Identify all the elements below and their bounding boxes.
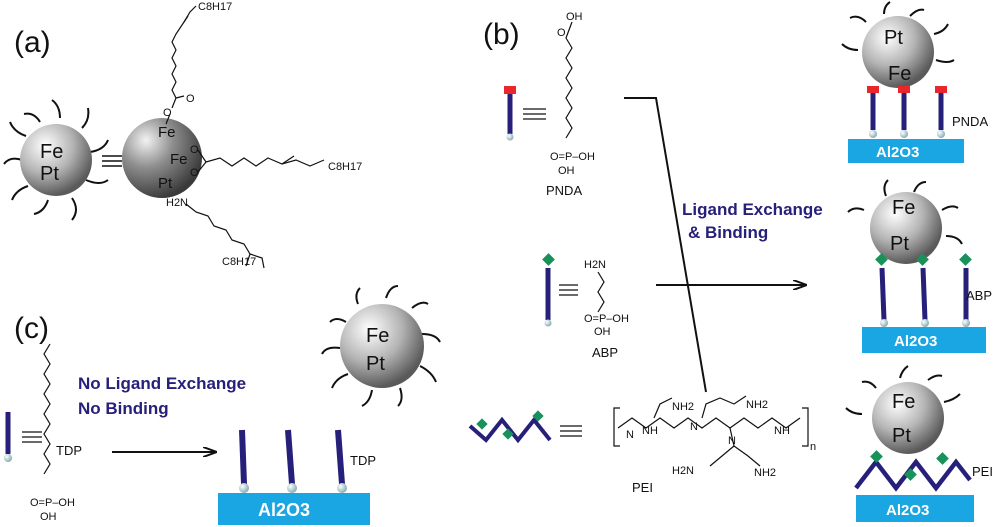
- pt-atom: Pt: [158, 175, 173, 192]
- result-pei: Fe Pt PEI Al2O3: [845, 365, 993, 522]
- pei-nh-2: NH: [774, 425, 790, 437]
- amine-label: H2N: [166, 197, 188, 209]
- nanoparticle-a: Fe Pt: [3, 99, 109, 221]
- pei-label: PEI: [632, 480, 653, 495]
- pt-label-abp: Pt: [890, 233, 909, 255]
- pei-nh2-1: NH2: [672, 401, 694, 413]
- surfactant-shell: [3, 99, 109, 221]
- pei-result-label: PEI: [972, 464, 993, 479]
- pei-n-3: N: [728, 435, 736, 447]
- substrate-label-tdp: Al2O3: [258, 500, 310, 520]
- no-binding-text: No Binding: [78, 399, 169, 418]
- tdp-result-label: TDP: [350, 453, 376, 468]
- panel-label-a: (a): [14, 26, 51, 59]
- substrate-label-pei: Al2O3: [886, 502, 929, 519]
- substrate-tdp: [218, 493, 370, 525]
- ligand-exchange-text: Ligand Exchange: [682, 200, 823, 219]
- pnda-oh-2: OH: [558, 165, 575, 177]
- pei-subscript: n: [810, 441, 816, 453]
- oxygen-label-3: O: [190, 144, 199, 156]
- oxygen-label-4: O: [190, 167, 199, 179]
- pt-label-a: Pt: [40, 163, 59, 185]
- top-tail-label: C8H17: [198, 1, 232, 13]
- abp-label: ABP: [592, 345, 618, 360]
- pei-nh2-2: NH2: [746, 399, 768, 411]
- fept-sphere-abp: [870, 192, 942, 264]
- pnda-label: PNDA: [546, 183, 582, 198]
- tdp-molecule: TDP O=P–OH OH: [4, 343, 82, 523]
- tdp-phosphonate: O=P–OH: [30, 497, 75, 509]
- abp-amine: H2N: [584, 259, 606, 271]
- substrate-pnda: [848, 139, 964, 163]
- fe-label-abp: Fe: [892, 197, 915, 219]
- result-tdp: TDP Al2O3: [218, 429, 376, 525]
- equivalence-symbol-a: [102, 155, 122, 167]
- result-pnda: Pt Fe PNDA Al2O3: [841, 1, 988, 163]
- fe-label-pei: Fe: [892, 391, 915, 413]
- pei-h2n: H2N: [672, 465, 694, 477]
- fe-atom-1: Fe: [158, 124, 176, 141]
- tdp-label: TDP: [56, 443, 82, 458]
- fe-label-pnda: Fe: [888, 63, 911, 85]
- substrate-abp: [862, 327, 986, 353]
- fe-label-a: Fe: [40, 141, 63, 163]
- pt-label-c: Pt: [366, 353, 385, 375]
- pnda-o: O: [557, 27, 566, 39]
- pt-label-pnda: Pt: [884, 27, 903, 49]
- nanoparticle-c: Fe Pt: [321, 285, 441, 407]
- abp-molecule-row: H2N O=P–OH OH ABP: [542, 253, 629, 360]
- ligand-coordination-sphere: Fe Fe Pt O O O O H2N C8H17 C8H17 C8H17: [122, 1, 362, 269]
- abp-phosphonate: O=P–OH: [584, 313, 629, 325]
- substrate-label-abp: Al2O3: [894, 333, 937, 350]
- oxygen-label-1: O: [163, 107, 172, 119]
- fept-sphere-pei: [872, 382, 944, 454]
- pei-nh2-3: NH2: [754, 467, 776, 479]
- pnda-result-label: PNDA: [952, 114, 988, 129]
- pt-label-pei: Pt: [892, 425, 911, 447]
- oleylamine-tail-label: C8H17: [222, 256, 256, 268]
- pnda-oh: OH: [566, 11, 583, 23]
- abp-oh: OH: [594, 326, 611, 338]
- oleate-tail-label: C8H17: [328, 161, 362, 173]
- fe-label-c: Fe: [366, 325, 389, 347]
- pei-n-1: N: [626, 429, 634, 441]
- substrate-label-pnda: Al2O3: [876, 144, 919, 161]
- result-abp: Fe Pt ABP Al2O3: [847, 179, 992, 353]
- pnda-molecule-row: OH O O=P–OH OH PNDA: [504, 11, 595, 198]
- no-ligand-exchange-text: No Ligand Exchange: [78, 374, 246, 393]
- binding-text: & Binding: [688, 223, 768, 242]
- fept-sphere-c: [340, 304, 424, 388]
- fept-sphere-a: [20, 124, 92, 196]
- pnda-phosphonate: O=P–OH: [550, 151, 595, 163]
- panel-label-c: (c): [14, 312, 49, 345]
- pei-n-2: N: [690, 421, 698, 433]
- exchange-arrows: [624, 97, 806, 393]
- abp-result-label: ABP: [966, 288, 992, 303]
- oxygen-label-2: O: [186, 93, 195, 105]
- fe-atom-2: Fe: [170, 151, 188, 168]
- core-sphere-a: [122, 118, 202, 198]
- pei-molecule-row: NH2 NH2 NH NH N N N H2N NH2 n PEI: [468, 395, 816, 495]
- fept-sphere-pnda: [862, 16, 934, 88]
- pei-nh-1: NH: [642, 425, 658, 437]
- tdp-oh: OH: [40, 511, 57, 523]
- panel-label-b: (b): [483, 18, 520, 51]
- substrate-pei: [856, 495, 974, 522]
